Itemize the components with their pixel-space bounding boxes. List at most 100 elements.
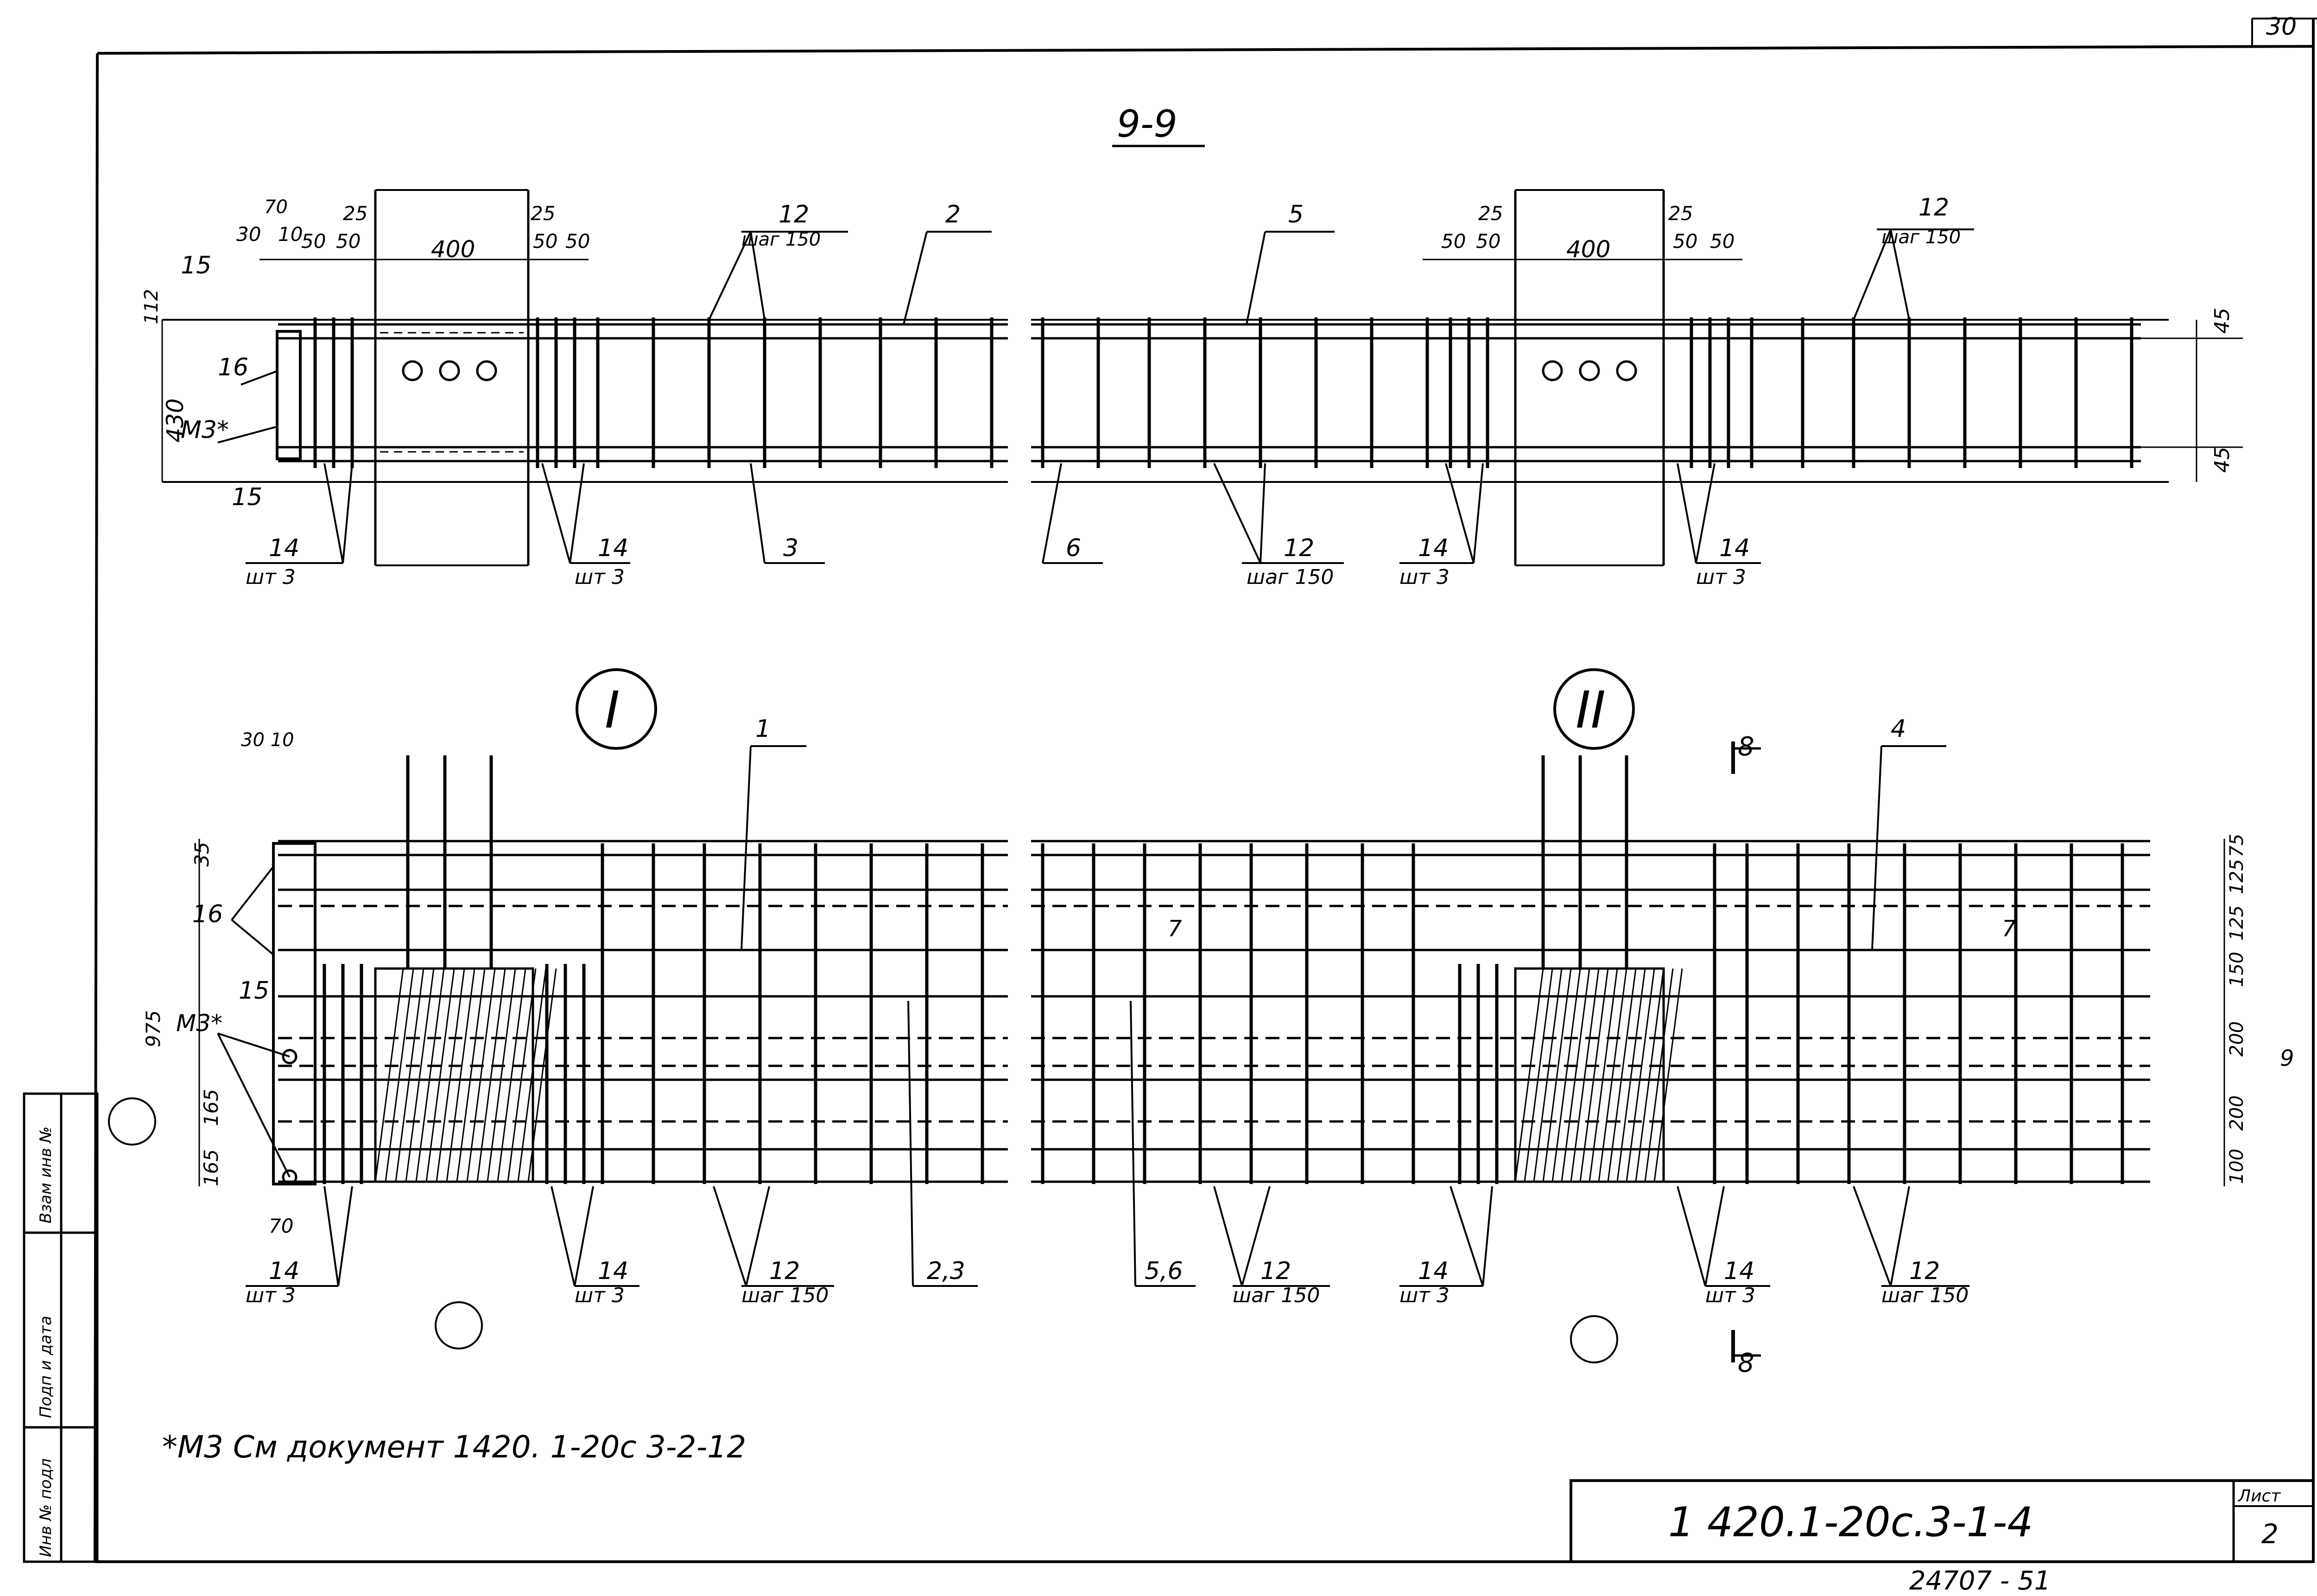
dim-top-50f: 50 [1476,230,1500,253]
dim-430: 430 [162,399,189,443]
plan-label-12-a: 12 [769,1257,800,1285]
hatch-line [517,968,547,1182]
side-label-replace: Взам инв № [37,1127,55,1223]
hatch-line [487,968,516,1182]
label-12-b: 12 [1918,194,1949,222]
plan-label-16: 16 [192,900,223,928]
label-15-top: 15 [181,252,211,279]
label-14-a: 14 [269,534,299,562]
plan-label-14-a: 14 [269,1257,299,1285]
hatch-line [476,968,506,1182]
plan-label-s7-a: 7 [1168,916,1182,942]
hatch-line [1626,968,1655,1182]
label-12-a: 12 [779,201,809,228]
title-block: 1 420.1-20c.3-1-4 Лист 2 24707 - 51 [1570,1479,2315,1596]
dim-r-125b: 125 [2226,906,2247,941]
plan-label-12-c: 12 [1909,1257,1940,1285]
label-3: 3 [783,534,798,562]
hatch-line [507,968,537,1182]
hatch-line [1514,968,1544,1182]
plan-label-5-6: 5,6 [1145,1257,1183,1285]
hatch-line [385,968,414,1182]
plan-label-sht3-b: шт 3 [575,1284,625,1307]
plan-label-step150-b: шаг 150 [1233,1284,1320,1307]
dim-top-25d: 25 [1668,202,1693,225]
corner-number: 30 [2266,13,2297,41]
node-marker-2 [1553,668,1635,750]
dim-top-50h: 50 [1710,230,1735,253]
dim-top-50a: 50 [301,230,326,253]
label-5: 5 [1288,201,1304,228]
dim-r-75: 75 [2226,834,2247,857]
hatch-line [466,968,496,1182]
plan-label-step150-c: шаг 150 [1881,1284,1969,1307]
hatch-line [1570,968,1600,1182]
hatch-line [1524,968,1553,1182]
section-title: 9-9 [1117,102,1177,146]
footnote: *М3 См документ 1420. 1-20с 3-2-12 [162,1429,746,1465]
label-12-c: 12 [1284,534,1314,562]
hatch-line [395,968,424,1182]
hatch-line [1561,968,1590,1182]
dim-165-b: 165 [200,1149,222,1186]
label-14-d: 14 [1719,534,1750,562]
dim-30-10: 30 10 [241,729,294,751]
dim-top-50g: 50 [1673,230,1697,253]
hatch-line [425,968,455,1182]
plan-label-sht3-a: шт 3 [246,1284,296,1307]
node-marker-1 [576,668,657,750]
label-sht3-d: шт 3 [1696,565,1746,589]
label-2: 2 [945,201,961,228]
label-6: 6 [1066,534,1081,562]
dim-top-50b: 50 [336,230,361,253]
side-stamp: Взам инв № Подп и дата Инв № подл [23,1092,99,1563]
plan-label-2-3: 2,3 [927,1257,965,1285]
dim-70: 70 [269,1215,293,1237]
hatch-line [1533,968,1563,1182]
hatch-line [1607,968,1637,1182]
list-number: 2 [2261,1518,2279,1550]
node-1-label: I [605,680,620,740]
dim-top-50c: 50 [533,230,557,253]
dim-975: 975 [142,1010,165,1047]
hatch-line [1635,968,1665,1182]
label-sht3-a: шт 3 [246,565,296,589]
sheet-frame: 30 [94,13,2317,1563]
plan-label-m3: М3* [176,1010,222,1037]
hatch-line [446,968,475,1182]
plan-label-12-b: 12 [1260,1257,1291,1285]
label-16: 16 [218,354,248,381]
hatch-line [436,968,465,1182]
dim-r-125a: 125 [2226,859,2247,894]
label-sht3-b: шт 3 [575,565,625,589]
label-14-c: 14 [1418,534,1449,562]
stamp-code: 1 420.1-20c.3-1-4 [1668,1498,2033,1546]
node-2-label: II [1576,680,1606,740]
plan-label-s7-b: 7 [2002,916,2016,942]
hatch-line [1616,968,1646,1182]
hatch-line [497,968,526,1182]
plan-label-step150-a: шаг 150 [741,1284,829,1307]
hatch-line [374,968,404,1182]
plan-label-14-b: 14 [598,1257,628,1285]
hatch-line [1589,968,1618,1182]
plan-label-s8-bottom: 8 [1738,1348,1754,1378]
hatch-line [405,968,435,1182]
section-9-9: 9-9 [141,102,2243,589]
hatch-line [415,968,445,1182]
hatch-line [456,968,486,1182]
dim-top-50d: 50 [565,230,590,253]
list-label: Лист [2237,1487,2281,1506]
label-15-bottom: 15 [232,483,262,511]
dim-top-25a: 25 [343,202,367,225]
label-14-b: 14 [598,534,628,562]
dim-112: 112 [141,289,162,324]
inventory-number: 24707 - 51 [1909,1566,2051,1594]
hatch-line [1653,968,1683,1182]
plan-label-14-c: 14 [1418,1257,1449,1285]
hatch-line [1542,968,1572,1182]
plan-label-15: 15 [239,977,269,1005]
dim-top-70: 70 [264,196,288,218]
hatch-line [1598,968,1627,1182]
